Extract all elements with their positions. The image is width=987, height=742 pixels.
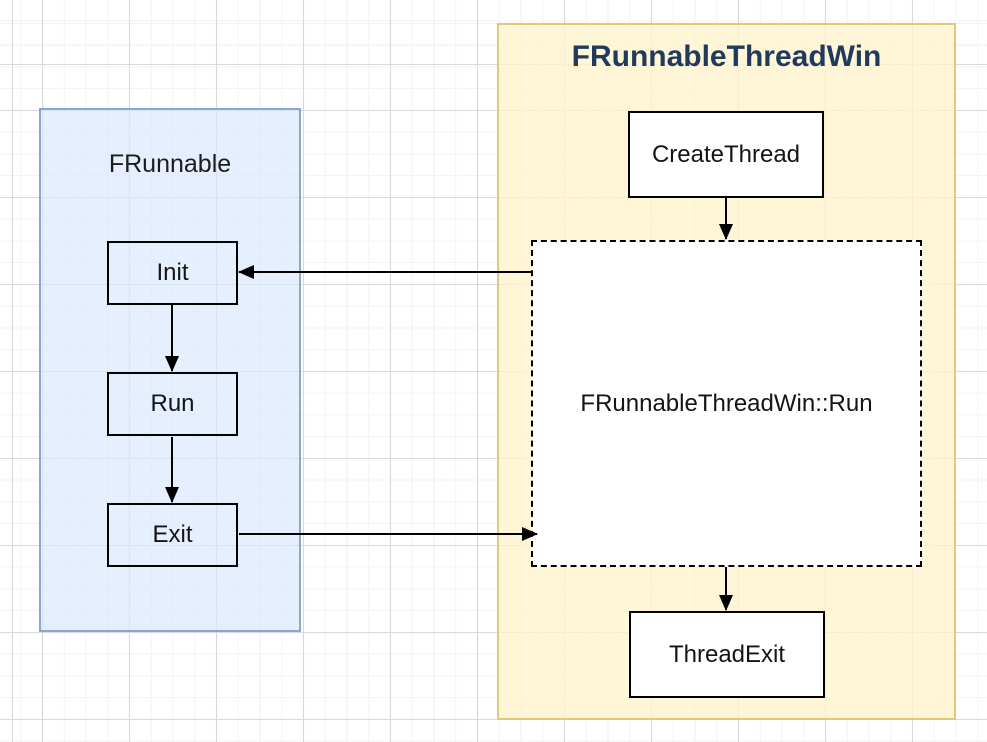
node-exit-label: Exit <box>152 521 193 548</box>
node-threadexit: ThreadExit <box>629 611 825 698</box>
frunnable-group-title: FRunnable <box>108 150 232 178</box>
node-runnablethreadwin-run: FRunnableThreadWin::Run <box>531 240 922 567</box>
node-init: Init <box>107 241 238 305</box>
node-createthread: CreateThread <box>628 111 824 198</box>
node-exit: Exit <box>107 503 238 567</box>
node-createthread-label: CreateThread <box>651 140 801 168</box>
node-init-label: Init <box>156 259 189 286</box>
node-runnablethreadwin-run-label: FRunnableThreadWin::Run <box>580 389 873 417</box>
node-run: Run <box>107 372 238 436</box>
node-run-label: Run <box>150 390 195 417</box>
frunnablethreadwin-group-title: FRunnableThreadWin <box>571 40 882 73</box>
node-threadexit-label: ThreadExit <box>668 640 786 668</box>
